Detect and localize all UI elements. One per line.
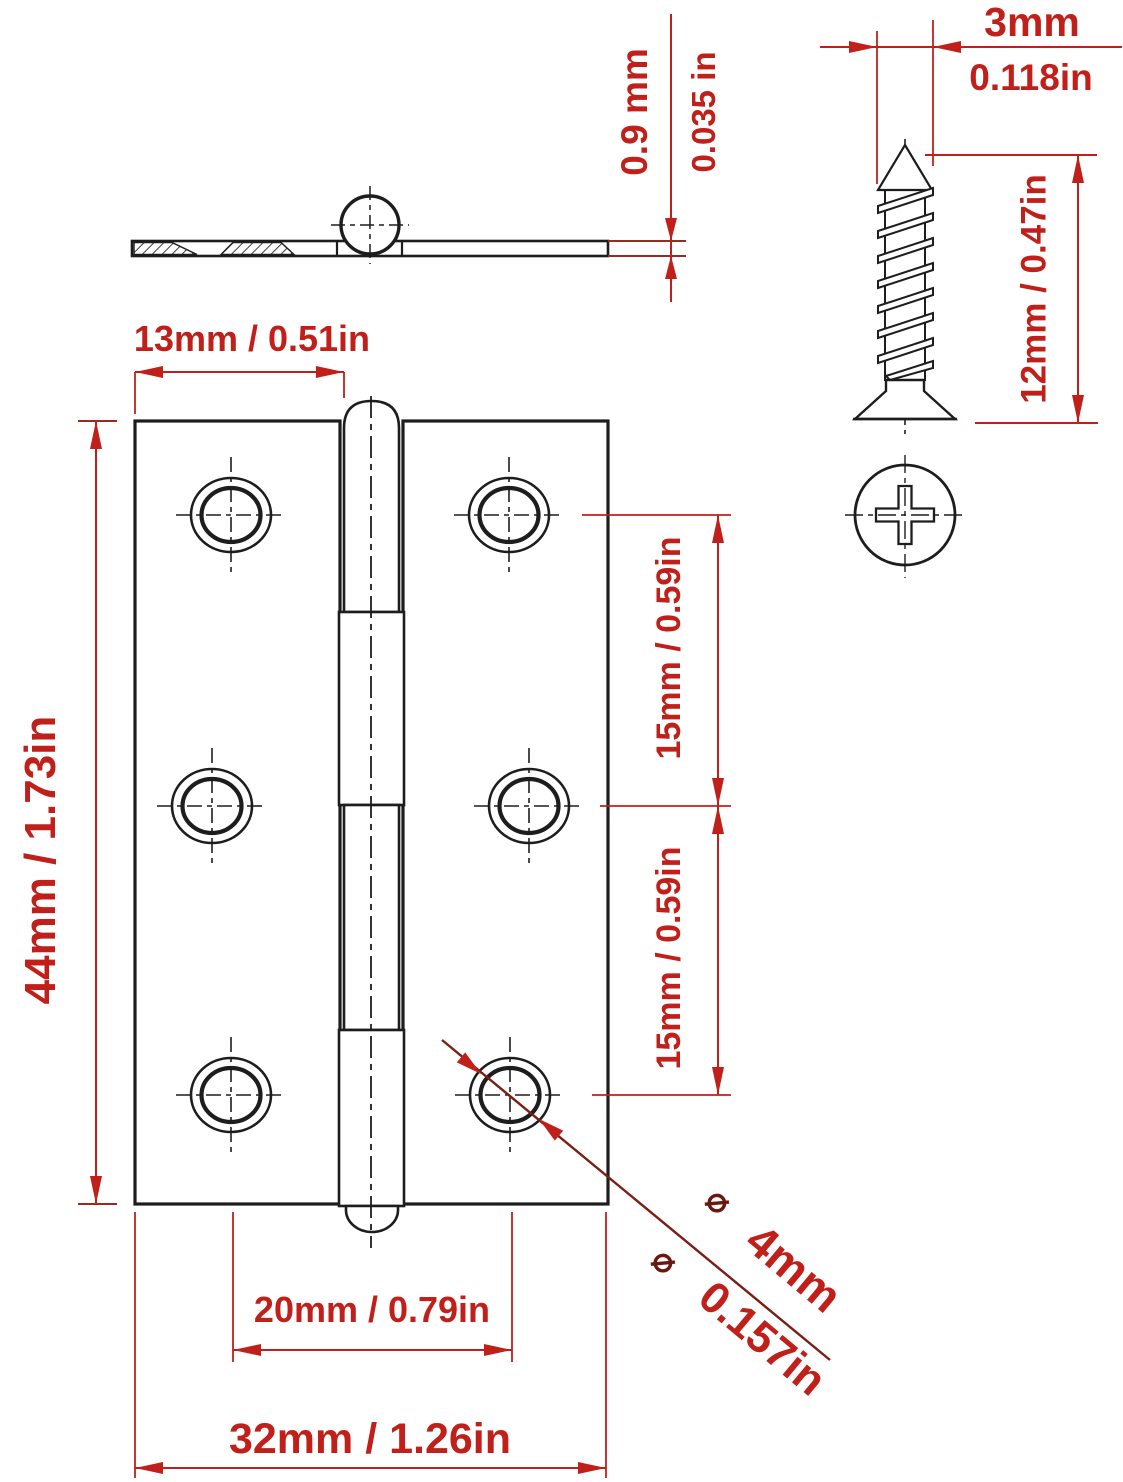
- dim-thickness-in-label: 0.035 in: [685, 51, 722, 173]
- right-leaf: [401, 419, 610, 1206]
- dim-hole-spacing-upper-label: 15mm / 0.59in: [650, 536, 688, 760]
- hole-middle-right: [474, 748, 584, 864]
- dim-thickness-mm-label: 0.9 mm: [614, 48, 655, 176]
- hinge-side-view-drawing: [130, 186, 610, 264]
- dim-hole-span-lines: [232, 1212, 513, 1362]
- screw-top-view-drawing: [845, 455, 965, 578]
- hole-bottom-left: [176, 1037, 286, 1153]
- dim-hole-spacing-lines: [582, 514, 731, 1096]
- dim-screw-head-in-label: 0.118in: [969, 57, 1093, 98]
- hole-bottom-right: [455, 1037, 565, 1153]
- dim-screw-length-lines: [925, 154, 1098, 424]
- dim-knuckle-width-lines: [134, 366, 345, 414]
- screw-holes: [157, 457, 584, 1153]
- dim-thickness-lines: [608, 14, 686, 302]
- dim-screw-length-label: 12mm / 0.47in: [1014, 174, 1054, 404]
- hole-middle-left: [157, 748, 267, 864]
- dim-hole-span-label: 20mm / 0.79in: [253, 1289, 491, 1330]
- hole-top-left: [176, 457, 286, 573]
- dim-screw-head-mm-label: 3mm: [984, 0, 1080, 45]
- dim-hole-spacing-lower-label: 15mm / 0.59in: [650, 846, 688, 1070]
- screw-side-view-drawing: [851, 139, 959, 437]
- dim-width-label: 32mm / 1.26in: [228, 1415, 512, 1463]
- dim-screw-head-lines: [820, 20, 1122, 184]
- dim-hole-diameter-leader: [441, 1039, 831, 1361]
- hinge-front-view-drawing: [133, 396, 610, 1248]
- dim-width-lines: [134, 1212, 607, 1478]
- dim-height-label: 44mm / 1.73in: [16, 715, 65, 1005]
- dim-knuckle-width-label: 13mm / 0.51in: [133, 318, 371, 359]
- dim-height-lines: [78, 420, 117, 1205]
- hole-top-right: [454, 457, 564, 573]
- left-leaf: [133, 419, 342, 1206]
